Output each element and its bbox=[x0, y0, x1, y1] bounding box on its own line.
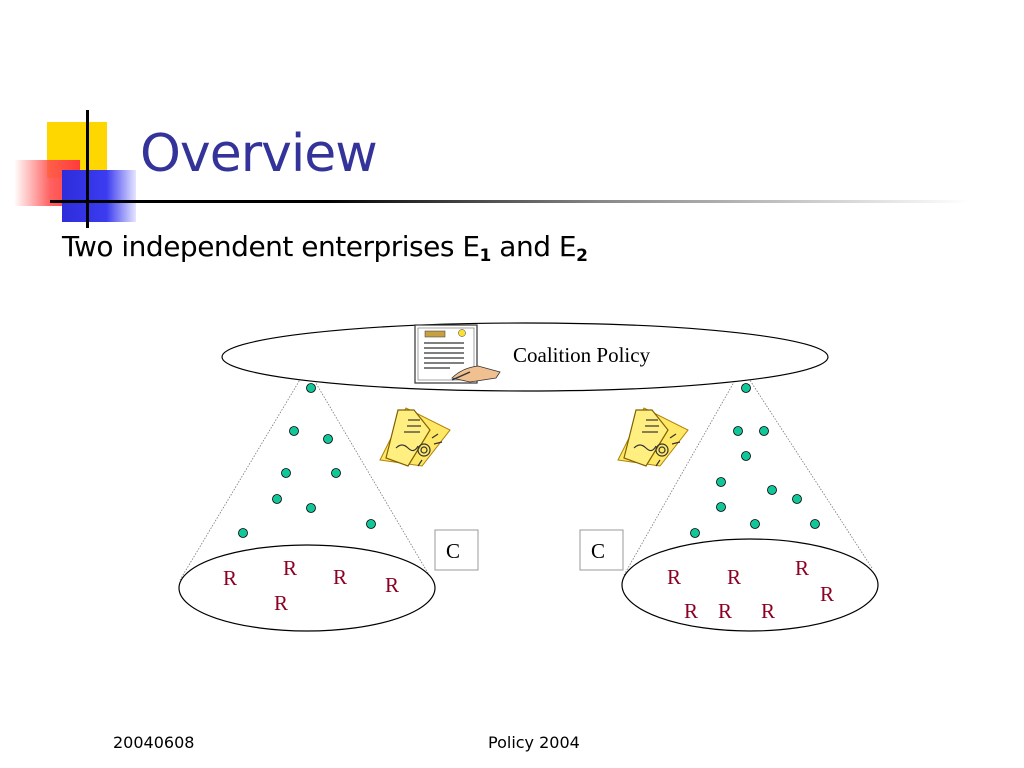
decor-blue-square bbox=[62, 170, 136, 222]
role-label: R bbox=[333, 565, 347, 589]
role-label: R bbox=[667, 565, 681, 589]
node bbox=[733, 426, 743, 436]
node bbox=[810, 519, 820, 529]
node bbox=[716, 477, 726, 487]
node bbox=[238, 528, 248, 538]
subtitle-subscript-1: 1 bbox=[479, 246, 492, 266]
right-enterprise-ellipse bbox=[621, 538, 879, 632]
node bbox=[767, 485, 777, 495]
role-label: R bbox=[761, 599, 775, 623]
role-label: R bbox=[727, 565, 741, 589]
role-label: R bbox=[274, 591, 288, 615]
right-nodes bbox=[690, 383, 820, 538]
node bbox=[741, 451, 751, 461]
left-nodes bbox=[238, 383, 376, 538]
role-label: R bbox=[820, 582, 834, 606]
node bbox=[690, 528, 700, 538]
role-label: R bbox=[795, 556, 809, 580]
node bbox=[331, 468, 341, 478]
node bbox=[289, 426, 299, 436]
footer-date: 20040608 bbox=[113, 733, 195, 752]
left-c-box: C bbox=[434, 529, 479, 571]
role-label: R bbox=[283, 556, 297, 580]
coalition-policy-label: Coalition Policy bbox=[513, 343, 651, 367]
coalition-policy: Coalition Policy bbox=[221, 322, 829, 392]
right-c-label: C bbox=[591, 539, 605, 563]
node bbox=[272, 494, 282, 504]
left-enterprise-ellipse bbox=[178, 544, 436, 632]
coalition-ellipse bbox=[221, 322, 829, 392]
node bbox=[792, 494, 802, 504]
node bbox=[306, 383, 316, 393]
node bbox=[281, 468, 291, 478]
policy-note-icon bbox=[379, 407, 451, 467]
subtitle-text-mid: and E bbox=[490, 230, 577, 263]
left-cone-edge-right bbox=[306, 367, 433, 581]
subtitle-subscript-2: 2 bbox=[576, 246, 588, 266]
node bbox=[750, 519, 760, 529]
node bbox=[741, 383, 751, 393]
role-label: R bbox=[684, 599, 698, 623]
footer-event: Policy 2004 bbox=[488, 733, 580, 752]
left-enterprise: R R R R R bbox=[178, 367, 436, 632]
node bbox=[366, 519, 376, 529]
node bbox=[759, 426, 769, 436]
subtitle-text: Two independent enterprises E bbox=[62, 230, 480, 263]
role-label: R bbox=[718, 599, 732, 623]
left-cone-edge-left bbox=[179, 367, 308, 581]
right-c-box: C bbox=[579, 529, 624, 571]
node bbox=[306, 503, 316, 513]
title-underline bbox=[50, 200, 970, 203]
right-cone-edge-right bbox=[741, 367, 873, 569]
policy-note-icon bbox=[617, 407, 689, 467]
left-c-label: C bbox=[446, 539, 460, 563]
node bbox=[716, 502, 726, 512]
slide-subtitle: Two independent enterprises E1 and E2 bbox=[62, 230, 588, 266]
decor-vertical-line bbox=[86, 110, 89, 228]
node bbox=[323, 434, 333, 444]
role-label: R bbox=[223, 566, 237, 590]
policy-document-icon bbox=[414, 324, 501, 384]
right-enterprise: R R R R R R R bbox=[621, 367, 879, 632]
slide-title: Overview bbox=[140, 124, 378, 184]
right-cone-edge-left bbox=[623, 367, 743, 576]
role-label: R bbox=[385, 573, 399, 597]
